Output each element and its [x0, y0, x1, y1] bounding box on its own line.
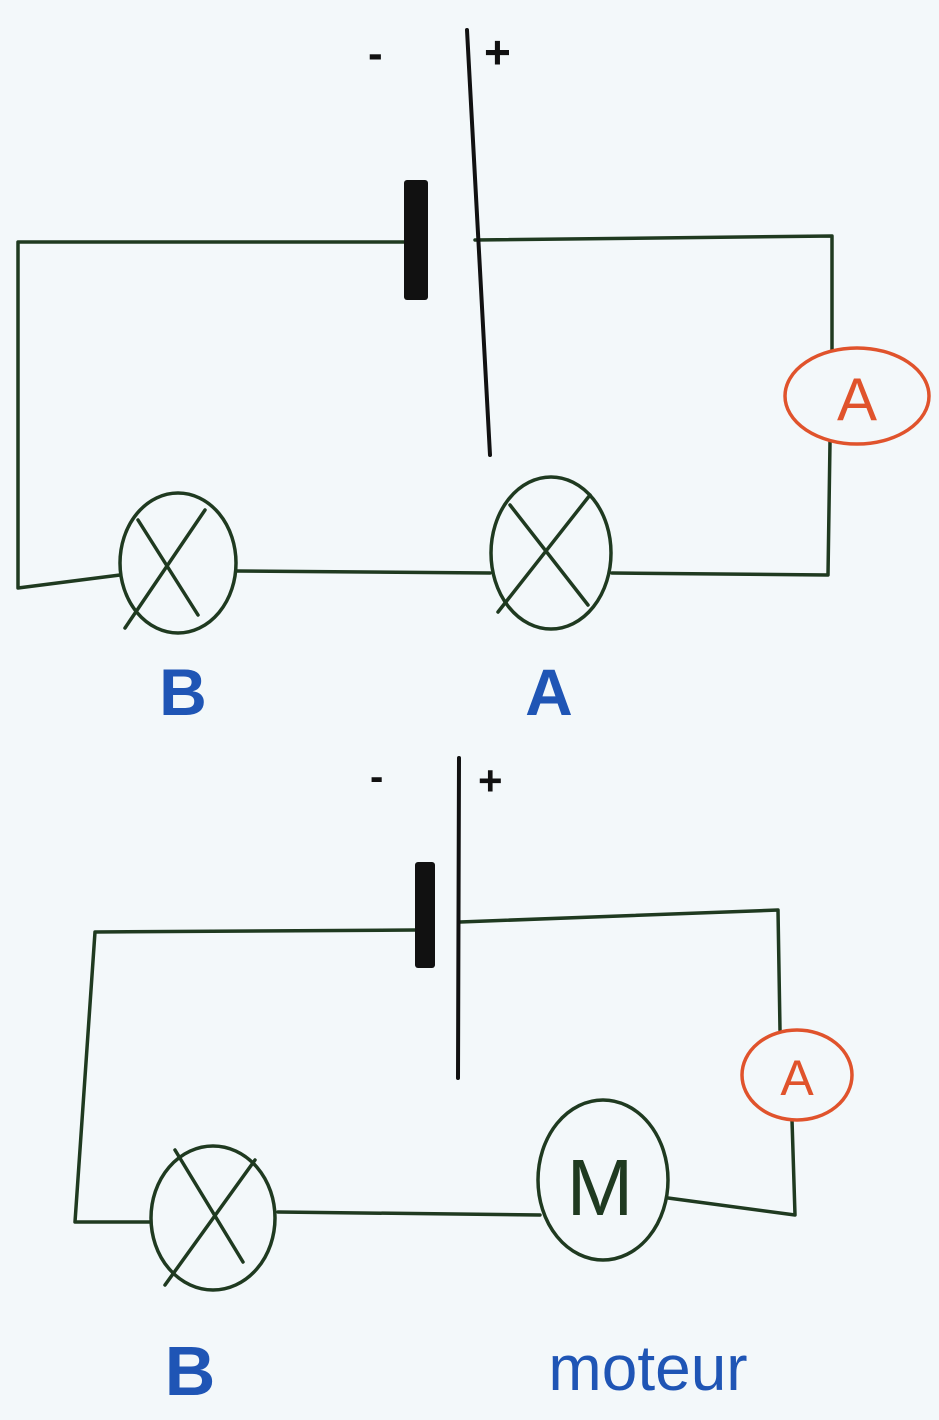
wire — [473, 234, 834, 352]
battery-positive-plate — [456, 756, 461, 1080]
battery-minus-label: - — [370, 755, 383, 799]
lamp-b-label: B — [165, 1332, 216, 1410]
wire — [610, 440, 832, 577]
ammeter — [783, 346, 931, 446]
lamp-a-label: A — [525, 655, 573, 729]
circuit-1: - + A B A — [16, 26, 931, 729]
wire — [276, 1210, 542, 1217]
wire — [235, 569, 492, 575]
battery-plus-label: + — [478, 757, 503, 804]
lamp-b — [118, 491, 238, 635]
motor-label: moteur — [548, 1332, 747, 1404]
wire — [73, 928, 417, 1224]
battery-positive-plate — [465, 28, 492, 457]
ammeter — [740, 1028, 854, 1122]
wire — [16, 240, 407, 590]
battery-minus-label: - — [368, 29, 383, 78]
lamp-a — [489, 475, 613, 631]
wire — [458, 908, 782, 1032]
battery-negative-plate — [415, 862, 435, 968]
ammeter-label: A — [837, 366, 877, 433]
lamp-b — [149, 1144, 277, 1292]
battery-plus-label: + — [484, 26, 511, 78]
motor-symbol: M — [567, 1143, 634, 1232]
motor: M — [536, 1098, 670, 1262]
wire — [666, 1118, 797, 1217]
ammeter-label: A — [780, 1050, 814, 1106]
battery-negative-plate — [404, 180, 428, 300]
lamp-b-label: B — [159, 655, 207, 729]
circuit-2: - + A M B moteur — [73, 755, 854, 1410]
